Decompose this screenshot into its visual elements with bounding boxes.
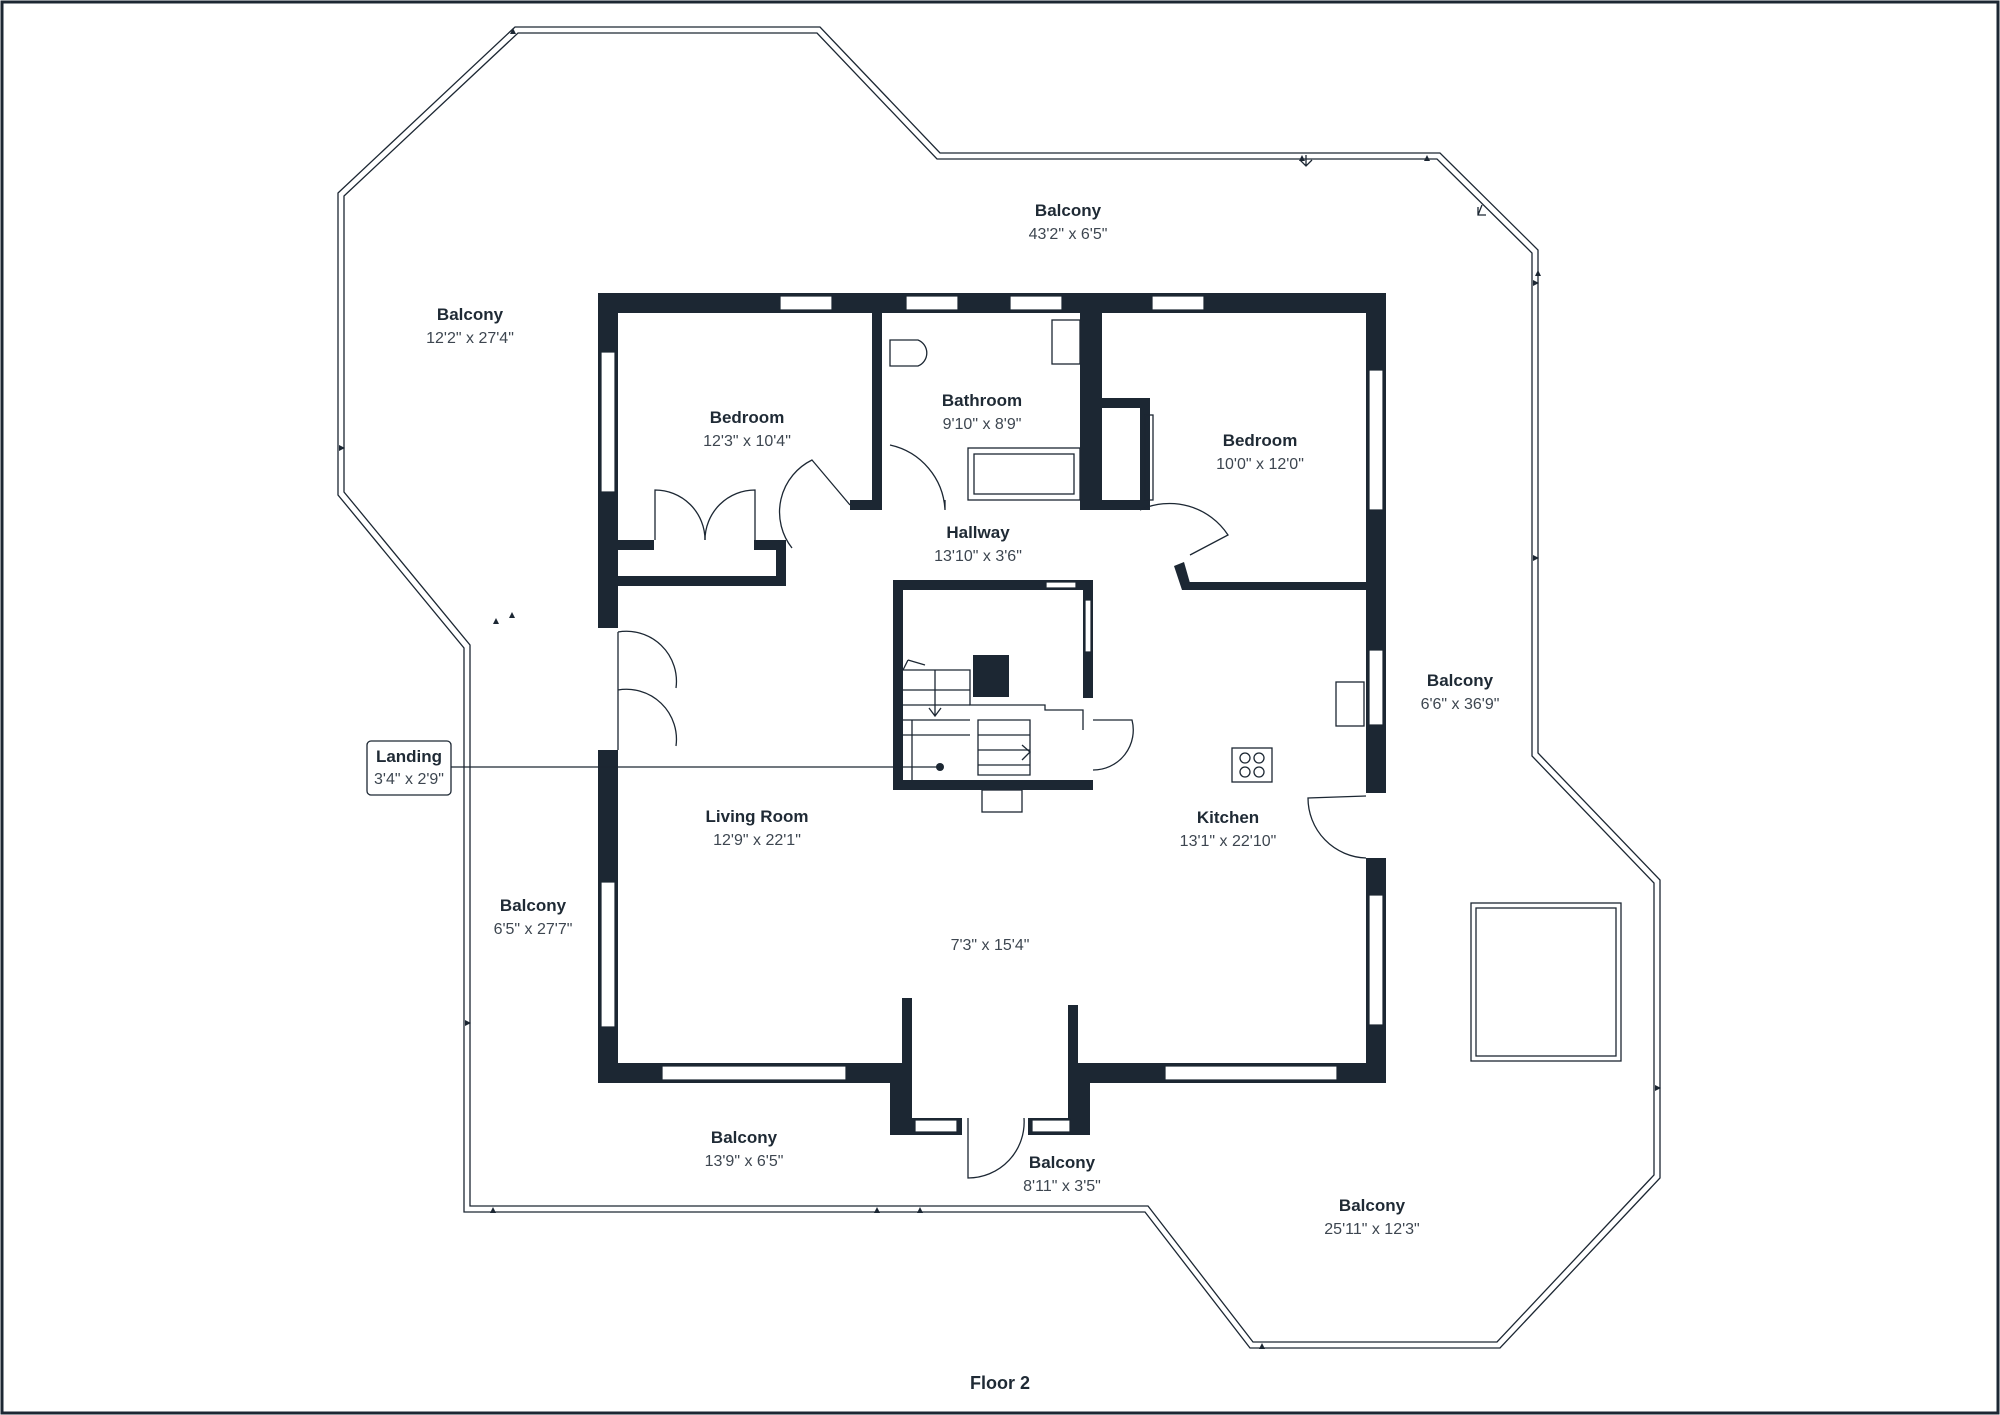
room-name-balcony-bottom-left: Balcony xyxy=(711,1128,778,1147)
entry-arrows xyxy=(1299,155,1486,216)
room-dims-hallway: 13'10" x 3'6" xyxy=(934,548,1022,565)
room-name-bathroom: Bathroom xyxy=(942,391,1022,410)
room-dims-balcony-top: 43'2" x 6'5" xyxy=(1029,226,1108,243)
room-dims-balcony-bottom-left: 13'9" x 6'5" xyxy=(705,1153,784,1170)
room-dims-unnamed-area: 7'3" x 15'4" xyxy=(951,937,1030,954)
exterior-walls xyxy=(598,293,1386,1135)
landing-label-box xyxy=(366,740,452,796)
room-dims-bedroom-left: 12'3" x 10'4" xyxy=(703,433,791,450)
deck-markers xyxy=(339,28,1661,1349)
room-name-bedroom-right: Bedroom xyxy=(1223,431,1298,450)
staircase xyxy=(902,659,1084,813)
room-name-hallway: Hallway xyxy=(946,523,1010,542)
room-dims-bedroom-right: 10'0" x 12'0" xyxy=(1216,456,1304,473)
room-name-balcony-bottom-right: Balcony xyxy=(1339,1196,1406,1215)
room-dims-kitchen: 13'1" x 22'10" xyxy=(1180,833,1277,850)
room-dims-living-room: 12'9" x 22'1" xyxy=(713,832,801,849)
room-name-landing: Landing xyxy=(376,747,442,766)
doors xyxy=(617,444,1367,1179)
floor-label: Floor 2 xyxy=(970,1373,1030,1393)
room-name-bedroom-left: Bedroom xyxy=(710,408,785,427)
room-labels: Balcony 43'2" x 6'5" Balcony 12'2" x 27'… xyxy=(374,201,1499,1393)
room-name-balcony-right: Balcony xyxy=(1427,671,1494,690)
room-dims-balcony-right: 6'6" x 36'9" xyxy=(1421,696,1500,713)
room-dims-landing: 3'4" x 2'9" xyxy=(374,771,444,788)
room-dims-balcony-left: 6'5" x 27'7" xyxy=(494,921,573,938)
room-dims-balcony-top-left: 12'2" x 27'4" xyxy=(426,330,514,347)
room-dims-balcony-bottom-mid: 8'11" x 3'5" xyxy=(1023,1178,1101,1195)
room-dims-bathroom: 9'10" x 8'9" xyxy=(943,416,1022,433)
room-name-balcony-left: Balcony xyxy=(500,896,567,915)
room-dims-balcony-bottom-right: 25'11" x 12'3" xyxy=(1324,1221,1419,1238)
balcony-outline xyxy=(337,26,1661,1349)
room-name-balcony-bottom-mid: Balcony xyxy=(1029,1153,1096,1172)
room-name-balcony-top: Balcony xyxy=(1035,201,1102,220)
room-name-balcony-top-left: Balcony xyxy=(437,305,504,324)
fixtures xyxy=(889,319,1622,1062)
room-name-living-room: Living Room xyxy=(706,807,809,826)
room-name-kitchen: Kitchen xyxy=(1197,808,1259,827)
